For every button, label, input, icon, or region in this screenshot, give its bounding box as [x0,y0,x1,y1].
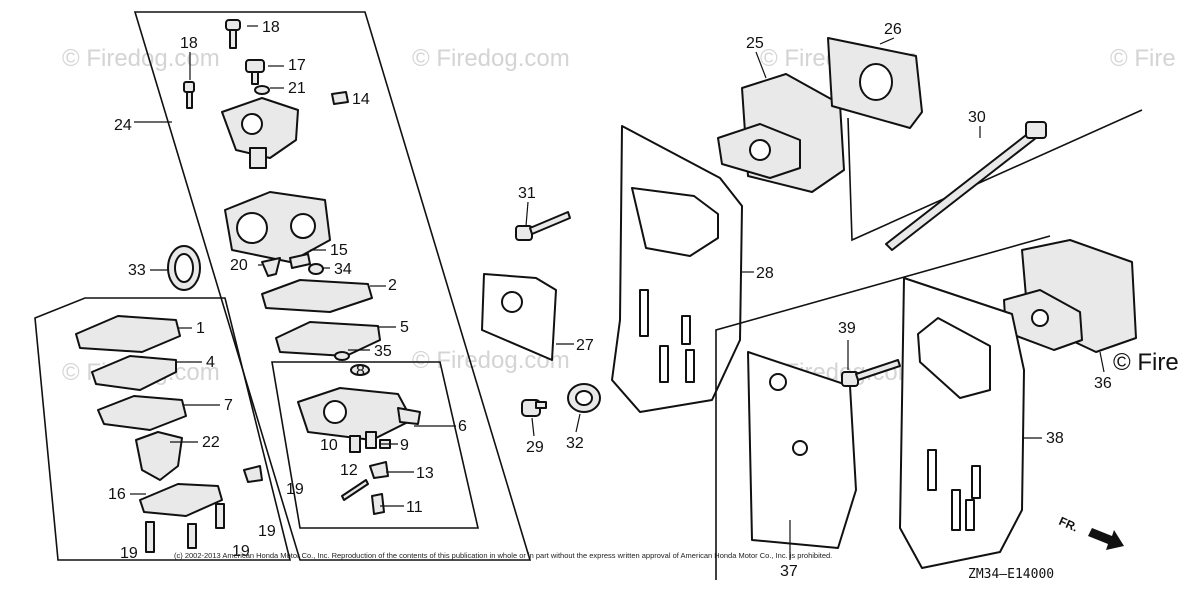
carburetor-cover [221,97,299,169]
callout-32: 32 [566,435,584,452]
callout-30: 30 [968,109,986,126]
copyright-notice: (c) 2002-2013 American Honda Motor Co., … [174,551,832,560]
watermark: © Fire [1110,45,1176,72]
callout-38: 38 [1046,430,1064,447]
bolt-18b [183,81,195,109]
callout-31: 31 [518,185,536,202]
screw-19d [215,503,225,529]
heat-plate-28 [611,125,743,413]
callout-37: 37 [780,563,798,580]
spring-10 [349,431,377,453]
carburetor-body [224,191,331,263]
callout-22: 22 [202,434,220,451]
callout-6: 6 [458,418,467,435]
watermark: © Fire [1113,349,1179,376]
screw-18 [225,19,241,49]
valve-8 [350,364,370,376]
callout-19: 19 [120,545,138,562]
callout-1: 1 [196,320,205,337]
watermark: © Firedog.com [412,45,570,72]
callout-11: 11 [406,499,423,516]
needle-20 [261,257,281,277]
insulator-25 [717,73,845,193]
screw-19c [187,523,197,549]
bolt-31 [515,211,571,241]
callout-26: 26 [884,21,902,38]
callout-34: 34 [334,261,352,278]
bolt-39 [841,359,901,387]
callout-33: 33 [128,262,146,279]
callout-19: 19 [232,543,250,560]
muffler-36 [1003,239,1137,353]
callout-5: 5 [400,319,409,336]
callout-12: 12 [340,462,358,479]
screw-11 [371,493,385,515]
callout-14: 14 [352,91,370,108]
clip-14 [331,91,349,105]
gasket-5 [275,321,381,357]
callout-36: 36 [1094,375,1112,392]
clamp-32 [567,383,601,413]
callout-15: 15 [330,242,348,259]
stud-frame [847,109,1143,242]
muffler-frame [715,235,1051,580]
carburetor-lower-body [297,387,421,441]
rod-12 [341,479,369,501]
diaphragm-4 [91,355,177,391]
pin-15 [289,253,311,269]
gasket-26 [827,37,923,129]
spring-13 [369,461,389,479]
screw-19a [243,465,263,483]
callout-7: 7 [224,397,233,414]
washer-35 [334,351,350,361]
callout-18: 18 [262,19,280,36]
callout-24: 24 [114,117,132,134]
seal-33 [167,245,201,291]
sub-assembly-frame [34,297,292,561]
callout-8: 8 [356,363,365,380]
screw-17 [245,59,265,85]
callout-13: 13 [416,465,434,482]
callout-29: 29 [526,439,544,456]
callout-16: 16 [108,486,126,503]
callout-19: 19 [258,523,276,540]
gasket-1 [75,315,181,353]
nut-29 [521,399,547,417]
front-direction-arrow: FR. [1057,514,1124,550]
gasket-27 [481,273,557,361]
callout-19: 19 [286,481,304,498]
bracket-16 [139,483,223,517]
screw-19b [145,521,155,553]
callout-9: 9 [400,437,409,454]
callout-25: 25 [746,35,764,52]
direction-label: FR. [1057,514,1080,535]
diaphragm-2 [261,279,373,313]
primer-bulb-22 [135,431,183,481]
callout-4: 4 [206,354,215,371]
watermark: © Firedog.com [62,45,220,72]
callout-2: 2 [388,277,397,294]
callout-21: 21 [288,80,306,97]
cover-7 [97,395,187,431]
gasket-37 [747,351,857,549]
cap-34 [308,263,324,275]
stud-bolt-30 [885,121,1047,251]
washer-21 [254,85,270,95]
callout-20: 20 [230,257,248,274]
callout-35: 35 [374,343,392,360]
diagram-code: ZM34—E14000 [968,567,1054,582]
callout-10: 10 [320,437,338,454]
muffler-protector-38 [899,277,1025,569]
callout-17: 17 [288,57,306,74]
callout-27: 27 [576,337,594,354]
callout-39: 39 [838,320,856,337]
callout-18: 18 [180,35,198,52]
callout-28: 28 [756,265,774,282]
body-assembly-frame [271,361,480,529]
